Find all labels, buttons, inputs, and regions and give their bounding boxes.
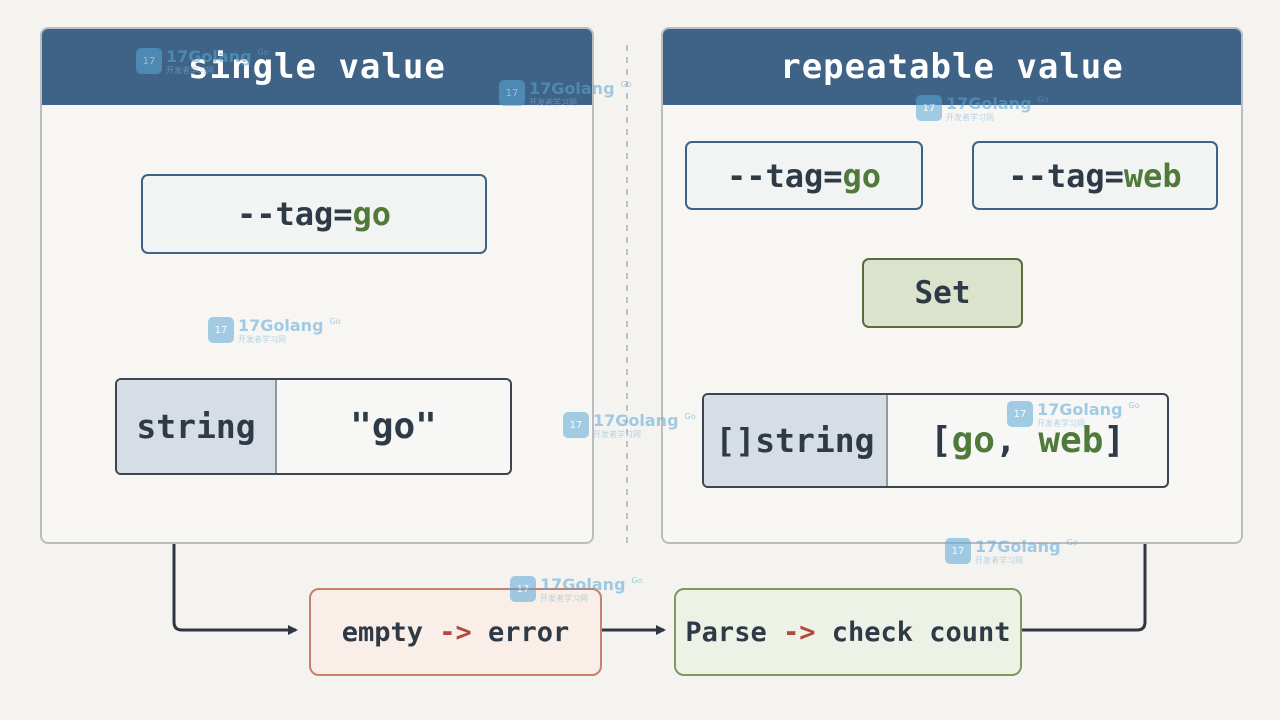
- repeat-tag-web-prefix: --tag=: [1008, 156, 1124, 195]
- parse-check-box: Parse -> check count: [674, 588, 1022, 676]
- single-tag-value: go: [352, 195, 392, 233]
- repeat-tag-go-box: --tag=go: [685, 141, 923, 210]
- slice-open-bracket: [: [929, 420, 952, 461]
- error-text: error: [471, 616, 570, 648]
- slice-type-label: []string: [704, 395, 888, 486]
- slice-value: [go, web]: [888, 395, 1167, 486]
- parse-text: Parse: [685, 616, 783, 648]
- string-value: "go": [350, 406, 437, 447]
- repeat-tag-go-prefix: --tag=: [726, 156, 843, 195]
- empty-error-box: empty -> error: [309, 588, 602, 676]
- slice-value-go: go: [951, 420, 995, 461]
- repeat-tag-web-box: --tag=web: [972, 141, 1218, 210]
- string-type-label: string: [117, 380, 277, 473]
- check-count-text: check count: [815, 616, 1011, 648]
- string-result-box: string "go": [115, 378, 512, 475]
- repeatable-value-title: repeatable value: [663, 29, 1241, 105]
- single-tag-input-box: --tag=go: [141, 174, 487, 254]
- empty-text: empty: [341, 616, 440, 648]
- parse-arrow: ->: [782, 616, 816, 648]
- single-tag-prefix: --tag=: [236, 195, 353, 233]
- slice-close-bracket: ]: [1103, 420, 1126, 461]
- repeat-tag-web-value: web: [1123, 156, 1182, 195]
- arrow-repeatable-to-parse: [1022, 544, 1147, 632]
- empty-arrow: ->: [439, 616, 472, 648]
- slice-result-box: []string [go, web]: [702, 393, 1169, 488]
- slice-value-web: web: [1038, 420, 1104, 461]
- single-value-title: single value: [42, 29, 592, 105]
- repeat-tag-go-value: go: [842, 156, 882, 195]
- slice-separator: ,: [994, 420, 1039, 461]
- set-box: Set: [862, 258, 1023, 328]
- arrow-single-to-error: [172, 544, 298, 635]
